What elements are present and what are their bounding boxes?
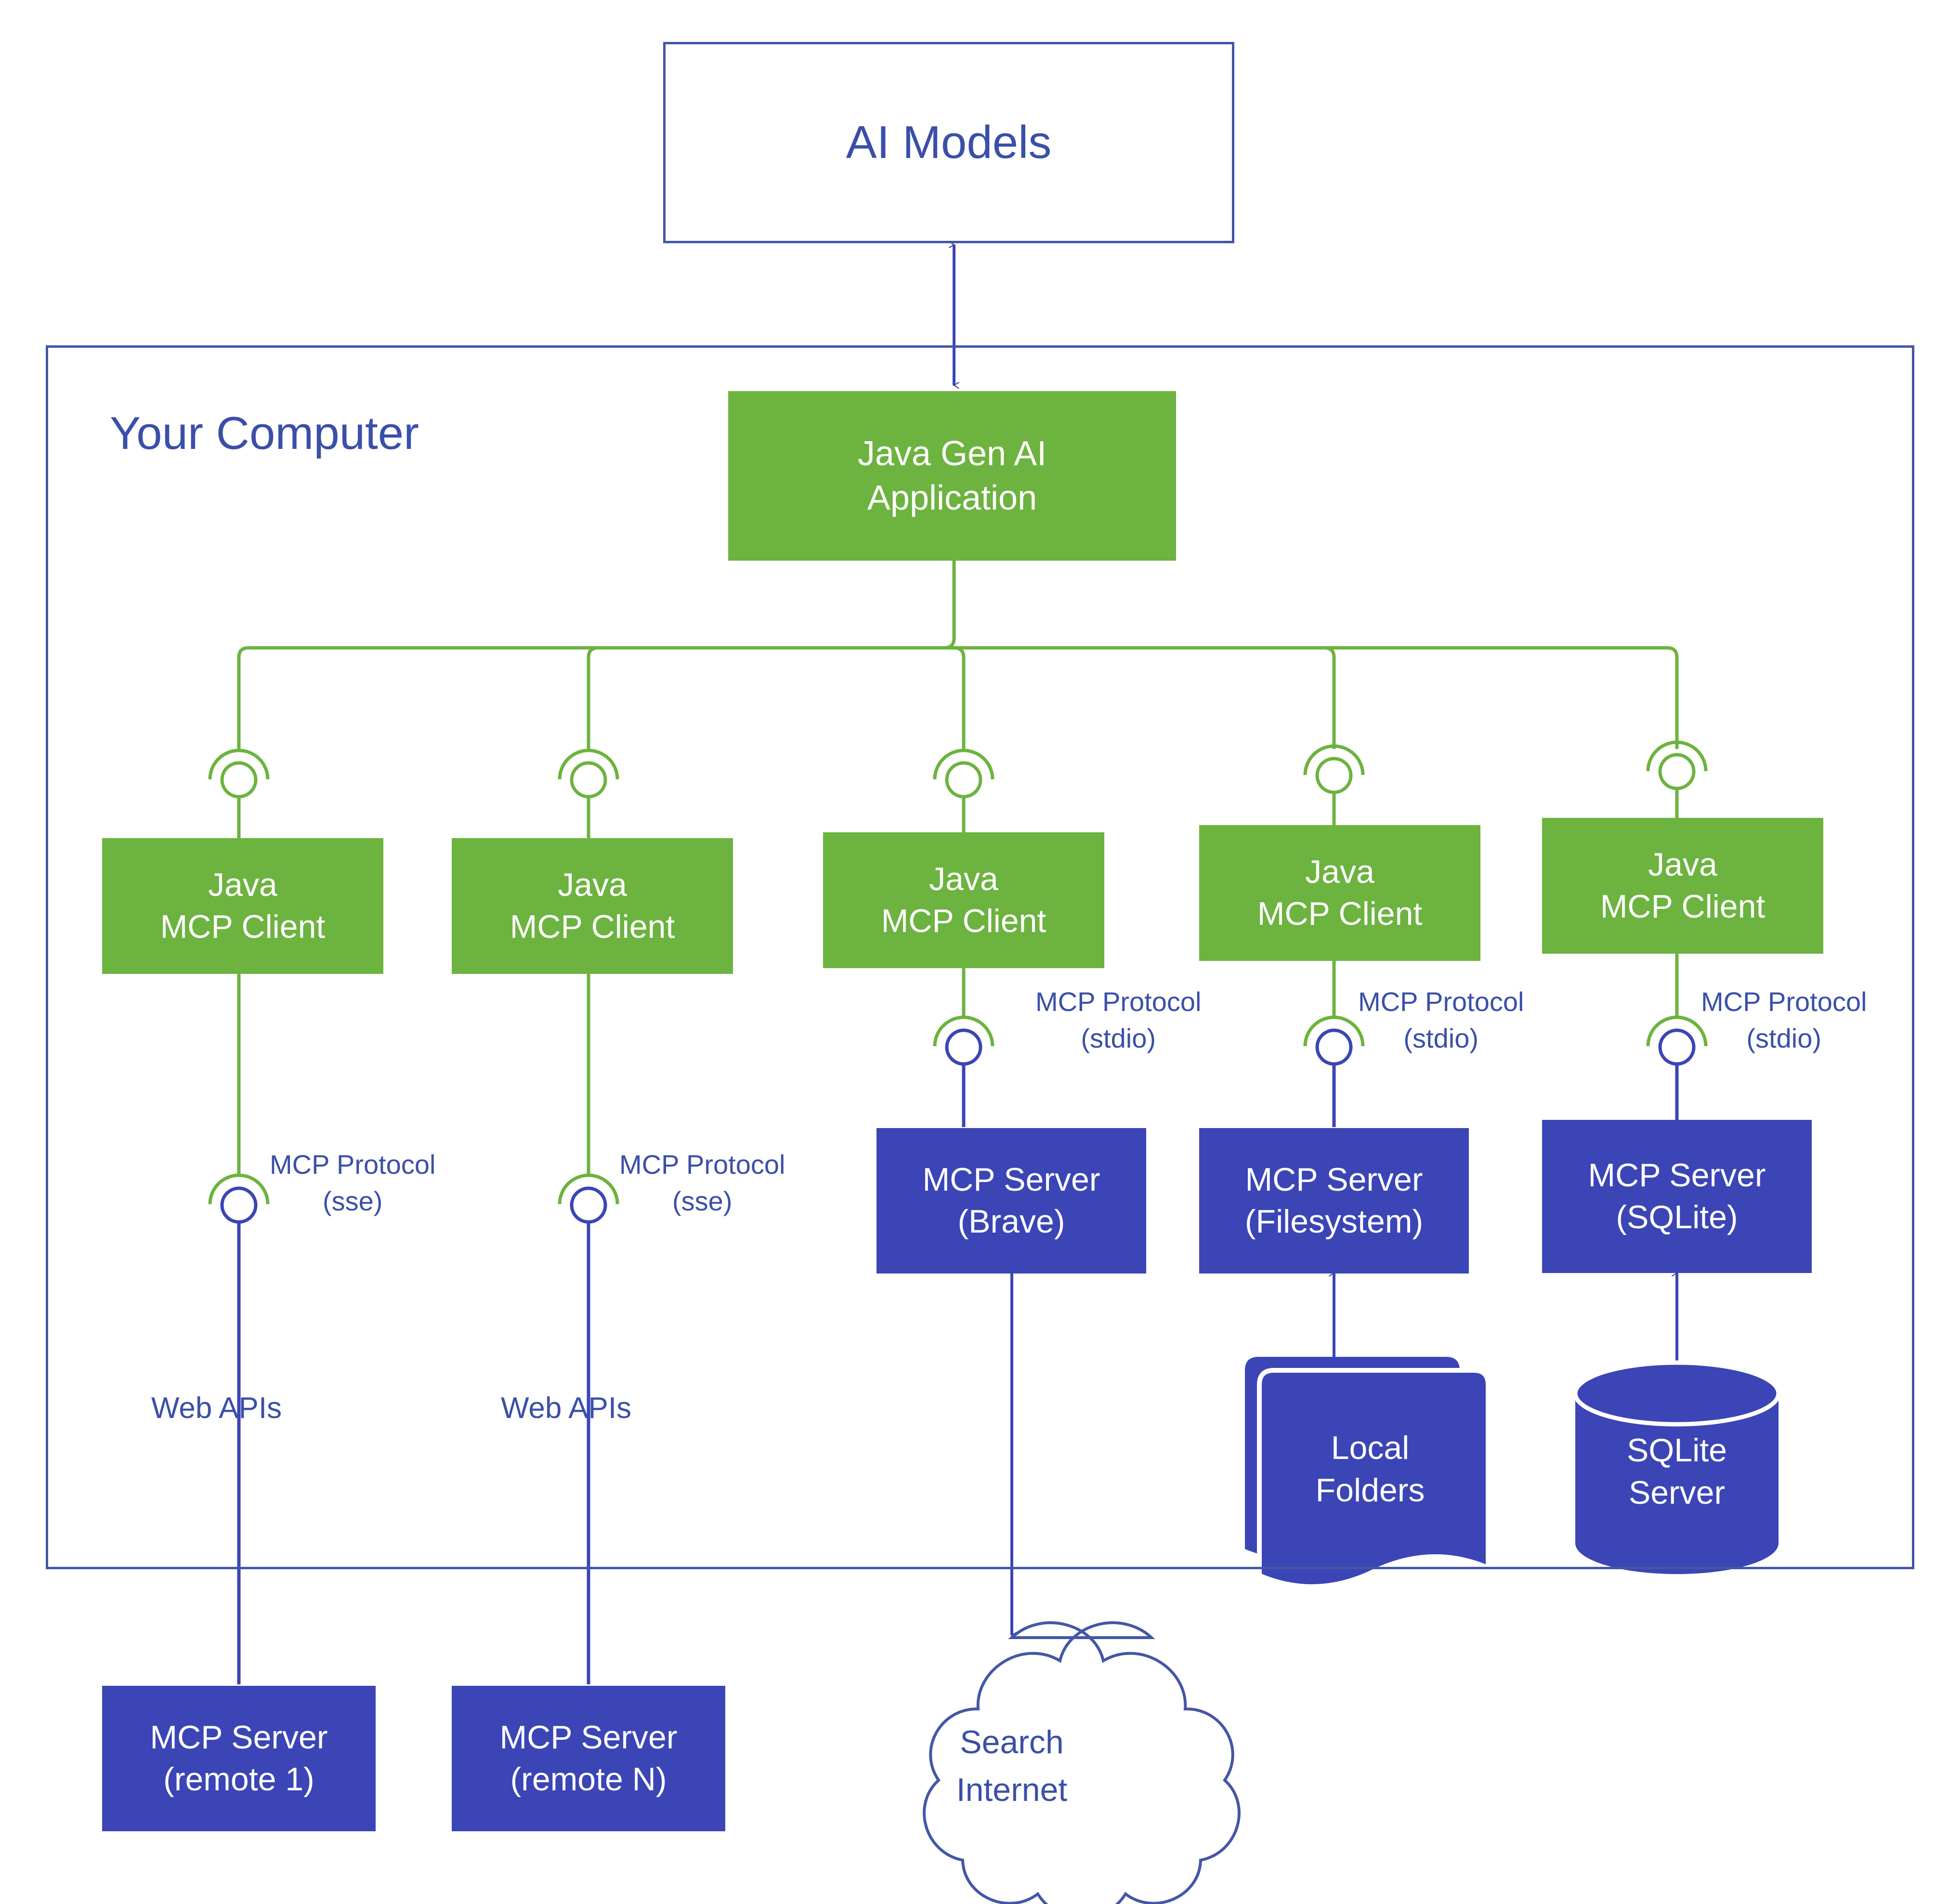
ai-models-box[interactable]: AI Models	[663, 42, 1234, 243]
mcp-server-brave-box[interactable]: MCP Server (Brave)	[876, 1128, 1146, 1274]
brave-line-2: (Brave)	[957, 1203, 1065, 1240]
client-1-line-2: MCP Client	[160, 908, 326, 945]
cloud-line-2: Internet	[956, 1771, 1068, 1808]
application-line-1: Java Gen AI	[857, 434, 1047, 473]
protocol-label-sse-1: MCP Protocol (sse)	[270, 1146, 435, 1219]
mcp-server-remote-n-box[interactable]: MCP Server (remote N)	[452, 1686, 725, 1831]
protocol-3-line-1: MCP Protocol	[1035, 986, 1202, 1017]
mcp-server-sqlite-box[interactable]: MCP Server (SQLite)	[1542, 1120, 1812, 1273]
client-3-line-2: MCP Client	[881, 903, 1046, 939]
sqlite-server-label[interactable]: SQLite Server	[1566, 1399, 1788, 1544]
protocol-1-line-1: MCP Protocol	[270, 1149, 436, 1180]
client-1-line-1: Java	[208, 866, 277, 903]
java-mcp-client-1-box[interactable]: Java MCP Client	[102, 838, 383, 974]
protocol-4-line-2: (stdio)	[1403, 1023, 1478, 1053]
protocol-label-stdio-2: MCP Protocol (stdio)	[1358, 984, 1524, 1056]
protocol-2-line-1: MCP Protocol	[619, 1149, 785, 1180]
client-2-line-2: MCP Client	[510, 908, 675, 945]
java-gen-ai-application-box[interactable]: Java Gen AI Application	[728, 391, 1176, 561]
remote-1-line-2: (remote 1)	[163, 1761, 314, 1798]
client-5-line-1: Java	[1648, 846, 1717, 883]
filesystem-line-2: (Filesystem)	[1244, 1203, 1424, 1240]
your-computer-label: Your Computer	[110, 407, 419, 459]
mcp-server-filesystem-box[interactable]: MCP Server (Filesystem)	[1199, 1128, 1469, 1274]
java-mcp-client-4-box[interactable]: Java MCP Client	[1199, 825, 1480, 961]
java-mcp-client-3-box[interactable]: Java MCP Client	[823, 832, 1104, 968]
protocol-5-line-1: MCP Protocol	[1701, 986, 1867, 1017]
database-line-1: SQLite	[1627, 1431, 1727, 1469]
sqlite-line-1: MCP Server	[1588, 1156, 1766, 1194]
application-line-2: Application	[867, 479, 1037, 517]
remote-1-line-1: MCP Server	[150, 1719, 328, 1756]
sqlite-line-2: (SQLite)	[1616, 1199, 1738, 1235]
filesystem-line-1: MCP Server	[1245, 1161, 1423, 1198]
folders-line-2: Folders	[1315, 1472, 1425, 1509]
brave-line-1: MCP Server	[922, 1161, 1100, 1198]
java-mcp-client-5-box[interactable]: Java MCP Client	[1542, 818, 1823, 954]
protocol-4-line-1: MCP Protocol	[1358, 986, 1524, 1017]
cloud-line-1: Search	[960, 1724, 1064, 1760]
web-apis-label-2: Web APIs	[501, 1392, 632, 1425]
mcp-server-remote-1-box[interactable]: MCP Server (remote 1)	[102, 1686, 376, 1831]
protocol-5-line-2: (stdio)	[1746, 1023, 1821, 1053]
ai-models-label: AI Models	[846, 116, 1052, 168]
client-4-line-1: Java	[1305, 853, 1374, 890]
search-internet-label[interactable]: Search Internet	[877, 1719, 1147, 1813]
remote-n-line-2: (remote N)	[510, 1761, 667, 1798]
web-apis-label-1: Web APIs	[151, 1392, 282, 1425]
client-3-line-1: Java	[929, 860, 998, 897]
protocol-label-sse-2: MCP Protocol (sse)	[619, 1146, 785, 1219]
folders-line-1: Local	[1331, 1429, 1410, 1466]
local-folders-label[interactable]: Local Folders	[1259, 1397, 1481, 1541]
protocol-label-stdio-1: MCP Protocol (stdio)	[1035, 984, 1201, 1056]
your-computer-frame	[46, 345, 1914, 1569]
client-5-line-2: MCP Client	[1600, 888, 1766, 925]
java-mcp-client-2-box[interactable]: Java MCP Client	[452, 838, 733, 974]
client-2-line-1: Java	[558, 866, 627, 903]
database-line-2: Server	[1628, 1474, 1726, 1511]
protocol-3-line-2: (stdio)	[1081, 1023, 1156, 1053]
protocol-2-line-2: (sse)	[672, 1185, 733, 1216]
protocol-1-line-2: (sse)	[322, 1185, 383, 1216]
protocol-label-stdio-3: MCP Protocol (stdio)	[1701, 984, 1867, 1056]
client-4-line-2: MCP Client	[1257, 895, 1423, 932]
remote-n-line-1: MCP Server	[499, 1719, 678, 1756]
